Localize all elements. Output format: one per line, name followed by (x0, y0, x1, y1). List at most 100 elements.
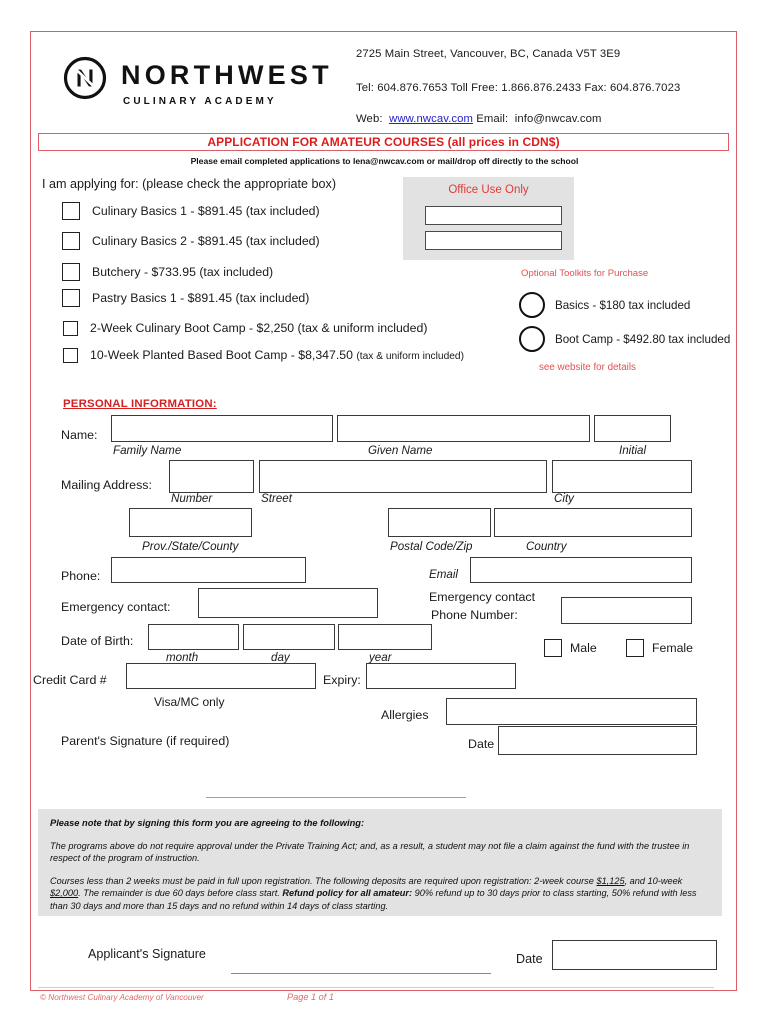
applicant-signature-label: Applicant's Signature (88, 947, 206, 961)
dob-month-hint: month (166, 651, 199, 664)
country-input[interactable] (494, 508, 692, 537)
dob-day-input[interactable] (243, 624, 335, 650)
footer-copyright: © Northwest Culinary Academy of Vancouve… (40, 993, 204, 1002)
northwest-circle-n-logo-icon (63, 56, 107, 100)
header-phones: Tel: 604.876.7653 Toll Free: 1.866.876.2… (356, 82, 681, 94)
address-street-hint: Street (261, 492, 292, 505)
course-label: 10-Week Planted Based Boot Camp - $8,347… (90, 348, 464, 362)
family-name-input[interactable] (111, 415, 333, 442)
toolkit-option-boot-camp[interactable]: Boot Camp - $492.80 tax included (519, 326, 730, 352)
website-link[interactable]: www.nwcav.com (389, 113, 474, 125)
brand-name: NORTHWEST (121, 60, 333, 90)
address-street-input[interactable] (259, 460, 547, 493)
postal-code-hint: Postal Code/Zip (390, 540, 473, 553)
expiry-label: Expiry: (323, 673, 361, 687)
checkbox-butchery[interactable] (62, 263, 80, 281)
emergency-phone-input[interactable] (561, 597, 692, 624)
initial-input[interactable] (594, 415, 671, 442)
parent-signature-line (206, 797, 466, 798)
toolkit-option-basics[interactable]: Basics - $180 tax included (519, 292, 690, 318)
mailing-address-label: Mailing Address: (61, 478, 152, 492)
checkbox-male[interactable] (544, 639, 562, 657)
office-use-field-2[interactable] (425, 231, 562, 250)
checkbox-culinary-basics-1[interactable] (62, 202, 80, 220)
course-option-culinary-basics-1[interactable]: Culinary Basics 1 - $891.45 (tax include… (62, 200, 320, 222)
deposit-2week: $1,125 (596, 875, 625, 886)
parent-date-label: Date (468, 737, 495, 751)
form-subtitle: Please email completed applications to l… (190, 156, 579, 166)
checkbox-2-week-boot-camp[interactable] (63, 320, 78, 336)
allergies-input[interactable] (446, 698, 697, 725)
email-input[interactable] (470, 557, 692, 583)
parent-signature-label: Parent's Signature (if required) (61, 734, 230, 748)
course-option-butchery[interactable]: Butchery - $733.95 (tax included) (62, 261, 273, 283)
parent-date-input[interactable] (498, 726, 697, 755)
web-label: Web: (356, 113, 383, 125)
male-label: Male (570, 641, 597, 655)
postal-code-input[interactable] (388, 508, 491, 537)
initial-hint: Initial (619, 444, 647, 457)
office-use-only-panel: Office Use Only (403, 177, 574, 260)
applicant-date-input[interactable] (552, 940, 717, 970)
name-label: Name: (61, 428, 98, 442)
optional-toolkits-title: Optional Toolkits for Purchase (521, 268, 649, 279)
toolkit-label: Boot Camp - $492.80 tax included (555, 332, 731, 346)
phone-label: Phone: (61, 569, 101, 583)
form-title-bar: APPLICATION FOR AMATEUR COURSES (all pri… (38, 133, 729, 151)
footer-divider (38, 987, 714, 988)
phone-input[interactable] (111, 557, 306, 583)
dob-month-input[interactable] (148, 624, 239, 650)
given-name-input[interactable] (337, 415, 590, 442)
emergency-contact-input[interactable] (198, 588, 378, 618)
agreement-note-paragraph-1: The programs above do not require approv… (50, 841, 690, 864)
deposit-10week: $2,000 (50, 888, 79, 899)
footer-page-number: Page 1 of 1 (287, 992, 334, 1002)
toolkit-website-note: see website for details (539, 362, 636, 373)
female-label: Female (652, 641, 694, 655)
radio-toolkit-basics[interactable] (519, 292, 545, 318)
course-option-pastry-basics-1[interactable]: Pastry Basics 1 - $891.45 (tax included) (62, 287, 309, 309)
header-web-email: Web: www.nwcav.com Email: info@nwcav.com (356, 113, 602, 125)
dob-year-input[interactable] (338, 624, 432, 650)
radio-toolkit-boot-camp[interactable] (519, 326, 545, 352)
gender-option-male[interactable]: Male (544, 637, 597, 659)
office-use-only-title: Office Use Only (448, 184, 529, 196)
checkbox-10-week-plant-based-boot-camp[interactable] (63, 347, 78, 363)
allergies-label: Allergies (381, 708, 429, 722)
gender-option-female[interactable]: Female (626, 637, 693, 659)
checkbox-culinary-basics-2[interactable] (62, 232, 80, 250)
course-option-10-week-plant-based-boot-camp[interactable]: 10-Week Planted Based Boot Camp - $8,347… (63, 344, 464, 366)
header-address: 2725 Main Street, Vancouver, BC, Canada … (356, 48, 621, 60)
agreement-note-panel: Please note that by signing this form yo… (38, 809, 722, 916)
address-city-input[interactable] (552, 460, 692, 493)
applicant-date-label: Date (516, 952, 543, 966)
brand-logo: NORTHWEST CULINARY ACADEMY (63, 54, 329, 116)
applying-for-label: I am applying for: (please check the app… (42, 177, 337, 191)
emergency-contact-label: Emergency contact: (61, 600, 171, 614)
course-option-culinary-basics-2[interactable]: Culinary Basics 2 - $891.45 (tax include… (62, 230, 320, 252)
checkbox-female[interactable] (626, 639, 644, 657)
email-field-label: Email (429, 568, 458, 581)
visa-mc-note: Visa/MC only (154, 695, 225, 709)
emergency-phone-label-line1: Emergency contact (429, 590, 536, 604)
applicant-signature-line (231, 973, 491, 974)
address-number-input[interactable] (169, 460, 254, 493)
course-label: 2-Week Culinary Boot Camp - $2,250 (tax … (90, 321, 428, 335)
checkbox-pastry-basics-1[interactable] (62, 289, 80, 307)
personal-information-heading: PERSONAL INFORMATION: (63, 398, 217, 410)
emergency-phone-label-line2: Phone Number: (431, 608, 518, 622)
expiry-input[interactable] (366, 663, 516, 689)
brand-tagline: CULINARY ACADEMY (123, 96, 277, 107)
credit-card-input[interactable] (126, 663, 316, 689)
form-title: APPLICATION FOR AMATEUR COURSES (all pri… (207, 135, 560, 149)
email-label: Email: (476, 113, 509, 125)
toolkit-label: Basics - $180 tax included (555, 298, 691, 312)
credit-card-label: Credit Card # (33, 673, 107, 687)
course-label: Pastry Basics 1 - $891.45 (tax included) (92, 291, 310, 305)
course-option-2-week-boot-camp[interactable]: 2-Week Culinary Boot Camp - $2,250 (tax … (63, 317, 427, 339)
address-city-hint: City (554, 492, 574, 505)
province-input[interactable] (129, 508, 252, 537)
office-use-field-1[interactable] (425, 206, 562, 225)
given-name-hint: Given Name (368, 444, 433, 457)
course-label-note: (tax & uniform included) (356, 351, 464, 362)
